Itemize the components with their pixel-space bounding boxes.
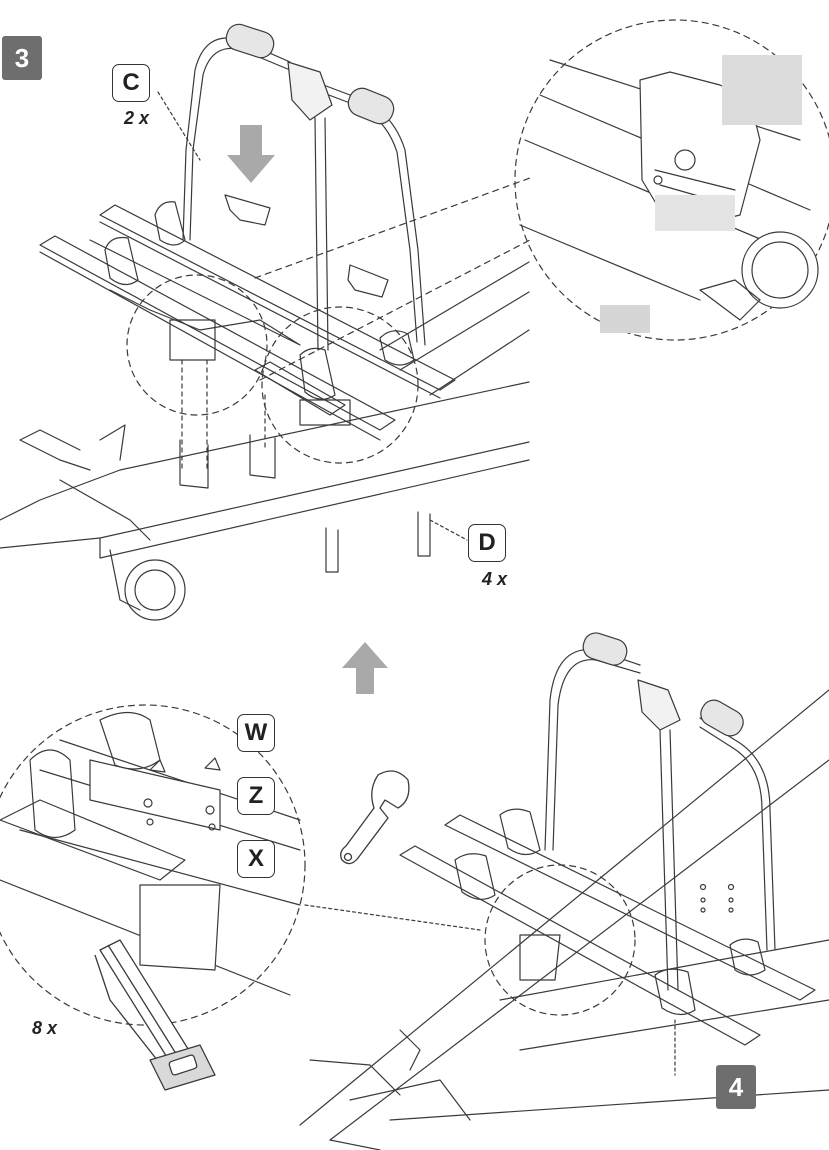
zoom-inset-step3 [514, 19, 829, 341]
down-arrow-icon [227, 125, 275, 183]
carrier-frame-step3 [39, 23, 456, 471]
u-bolt-icon [179, 434, 431, 573]
part-d-label: D [468, 524, 506, 562]
part-d-qty: 4 x [482, 569, 508, 589]
tow-bar-step4 [299, 689, 829, 1150]
step-4-badge: 4 [716, 1065, 756, 1109]
part-x-label: X [237, 840, 275, 878]
detail-circles-step3 [126, 177, 531, 464]
zoom-inset-step4 [0, 704, 306, 1026]
up-arrow-icon [342, 642, 388, 694]
hacksaw-icon [94, 939, 216, 1091]
part-c-label: C [112, 64, 150, 102]
bracket-icon [224, 194, 389, 298]
part-w-label: W [237, 714, 275, 752]
part-c-qty: 2 x [124, 108, 150, 128]
part-z-label: Z [237, 777, 275, 815]
leader-lines [157, 91, 481, 931]
carrier-frame-step4 [399, 632, 816, 1076]
tow-bar-step3 [0, 261, 530, 621]
step-3-badge: 3 [2, 36, 42, 80]
wrench-icon [340, 770, 410, 865]
saw-qty: 8 x [32, 1018, 58, 1038]
